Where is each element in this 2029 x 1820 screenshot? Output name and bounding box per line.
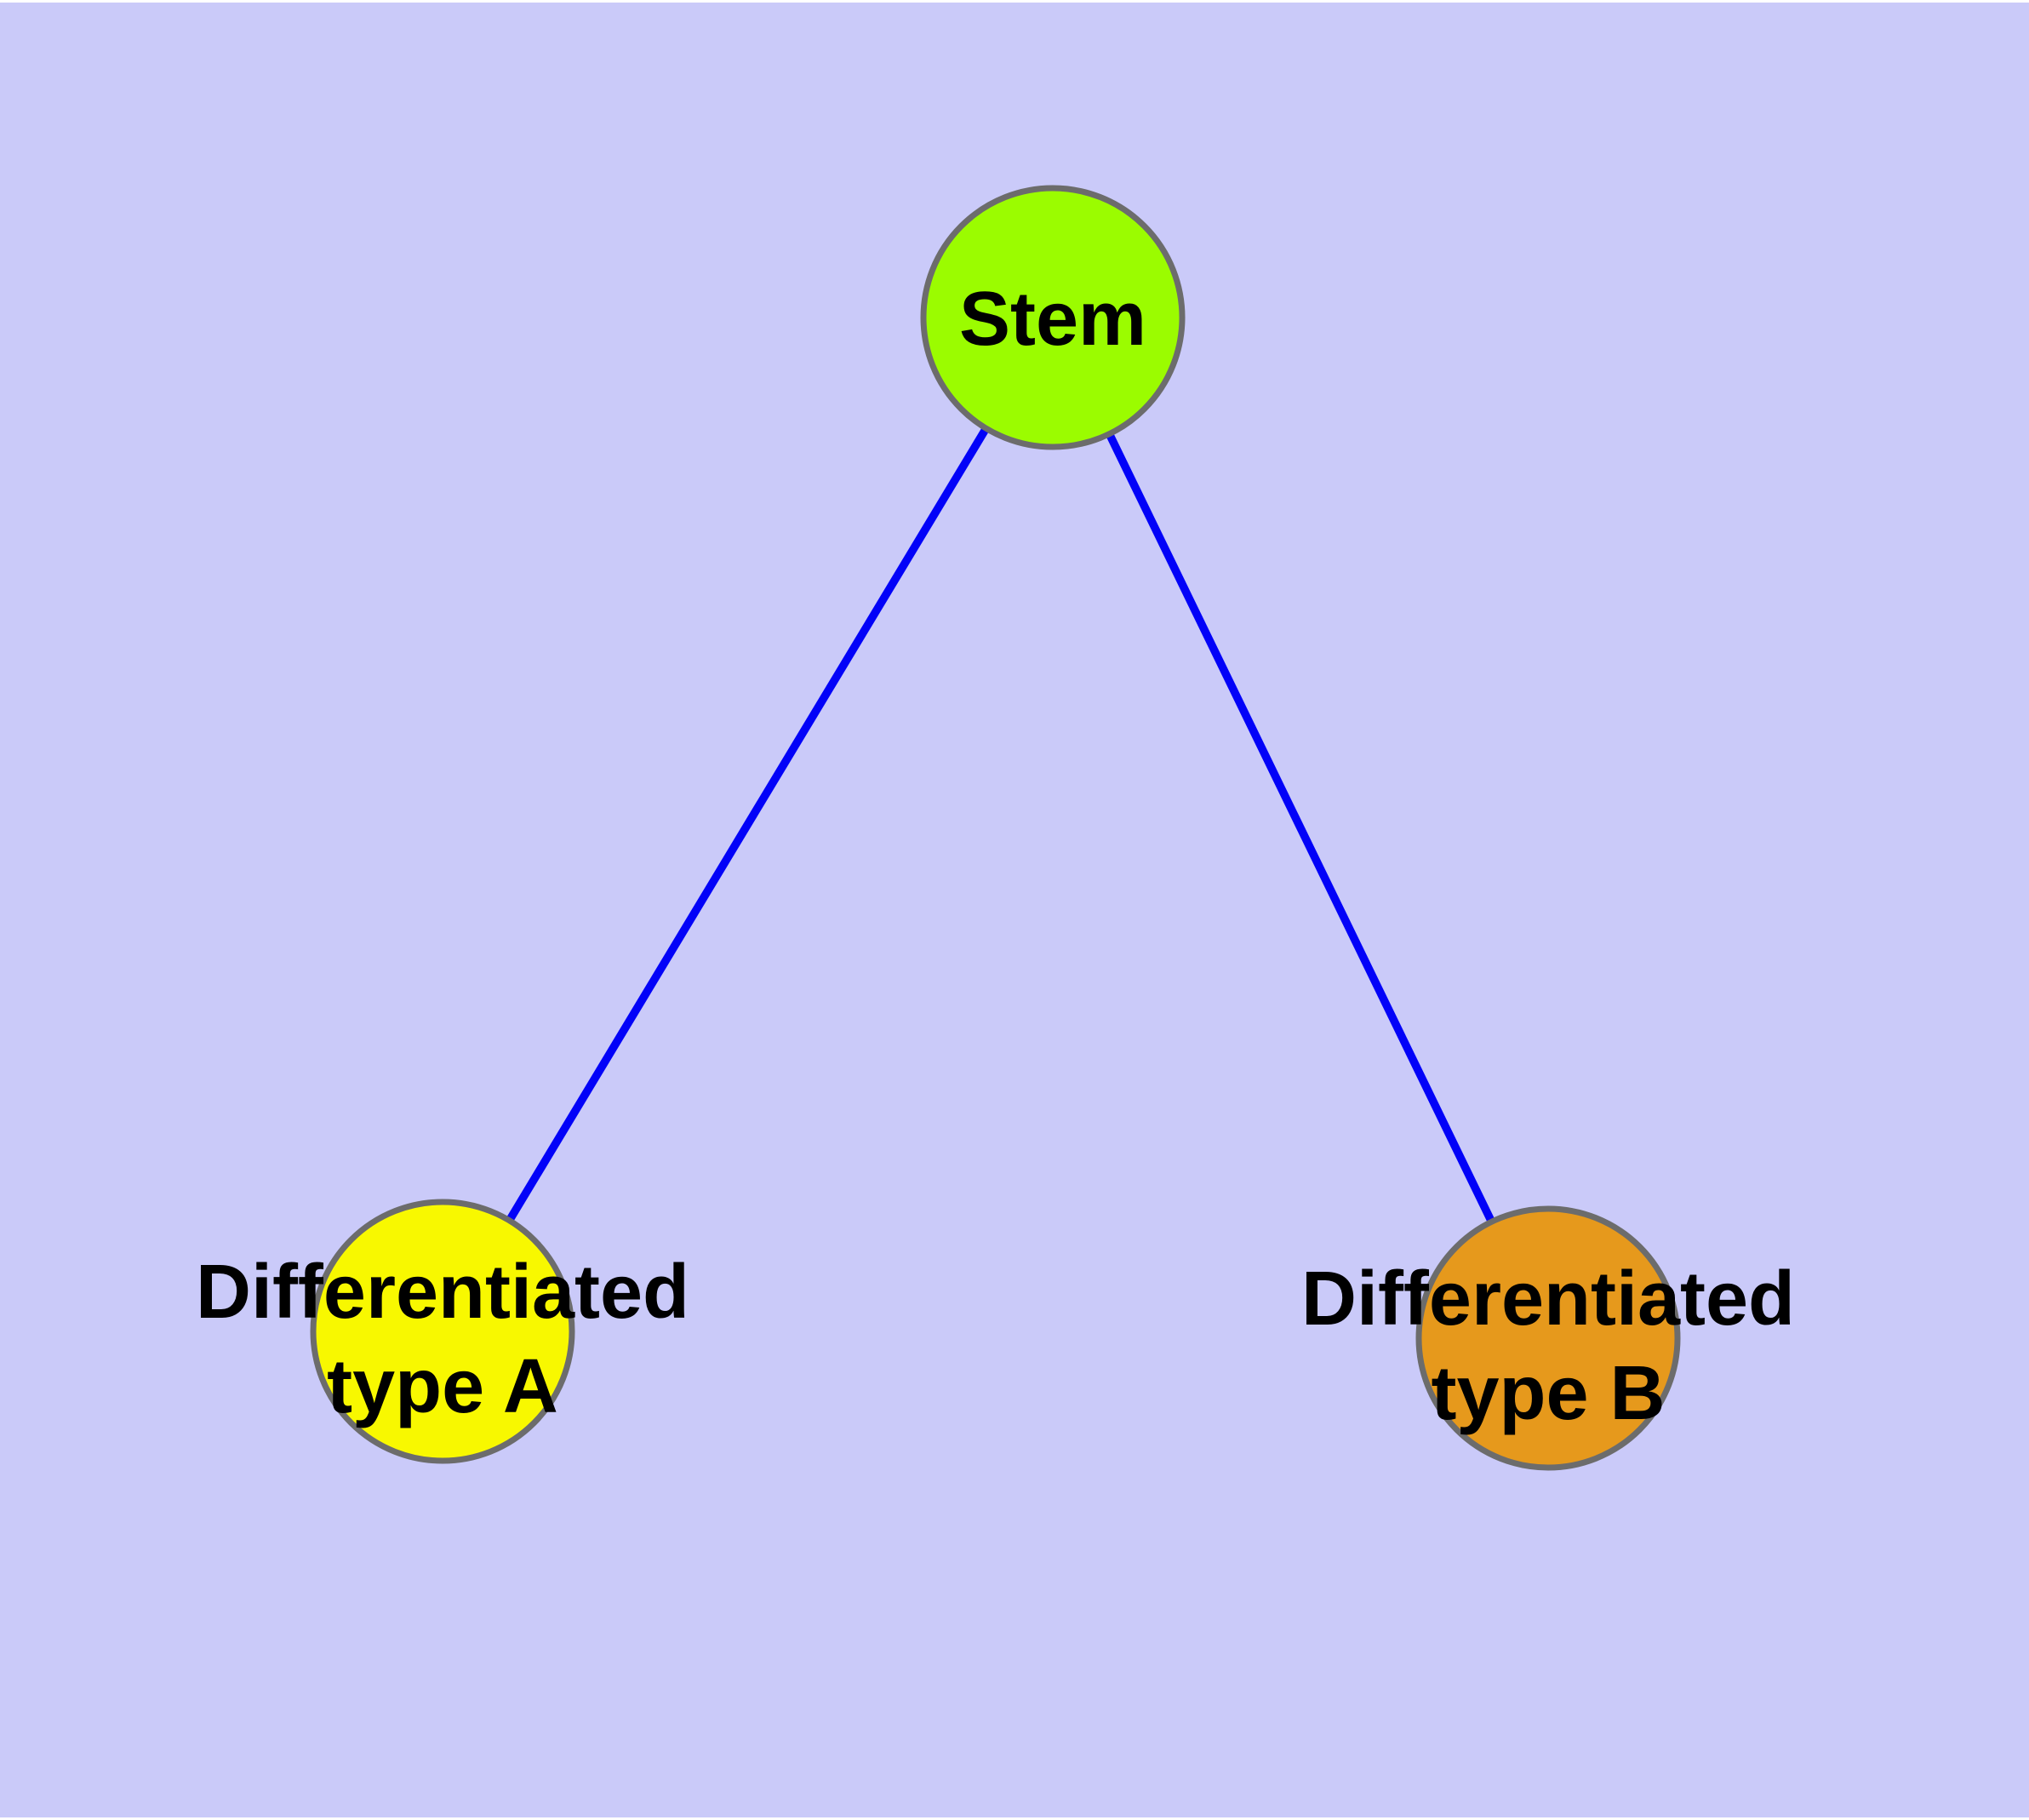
node-differentiated-type-b-label-line1: Differentiated <box>1301 1256 1795 1342</box>
node-differentiated-type-b: Differentiated type B <box>1301 1205 1795 1471</box>
node-stem: Stem <box>920 185 1186 450</box>
node-differentiated-type-b-circle <box>1415 1205 1681 1471</box>
node-stem-circle <box>920 185 1186 450</box>
edge-stem-to-type-a <box>506 426 990 1223</box>
node-differentiated-type-a: Differentiated type A <box>196 1199 689 1464</box>
node-differentiated-type-a-circle <box>310 1199 575 1464</box>
node-differentiated-type-a-label-line1: Differentiated <box>196 1250 689 1335</box>
edge-stem-to-type-b <box>1106 432 1495 1224</box>
node-differentiated-type-b-label-line2: type B <box>1431 1351 1665 1436</box>
node-stem-label: Stem <box>959 277 1146 362</box>
node-differentiated-type-a-label-line2: type A <box>327 1344 558 1429</box>
